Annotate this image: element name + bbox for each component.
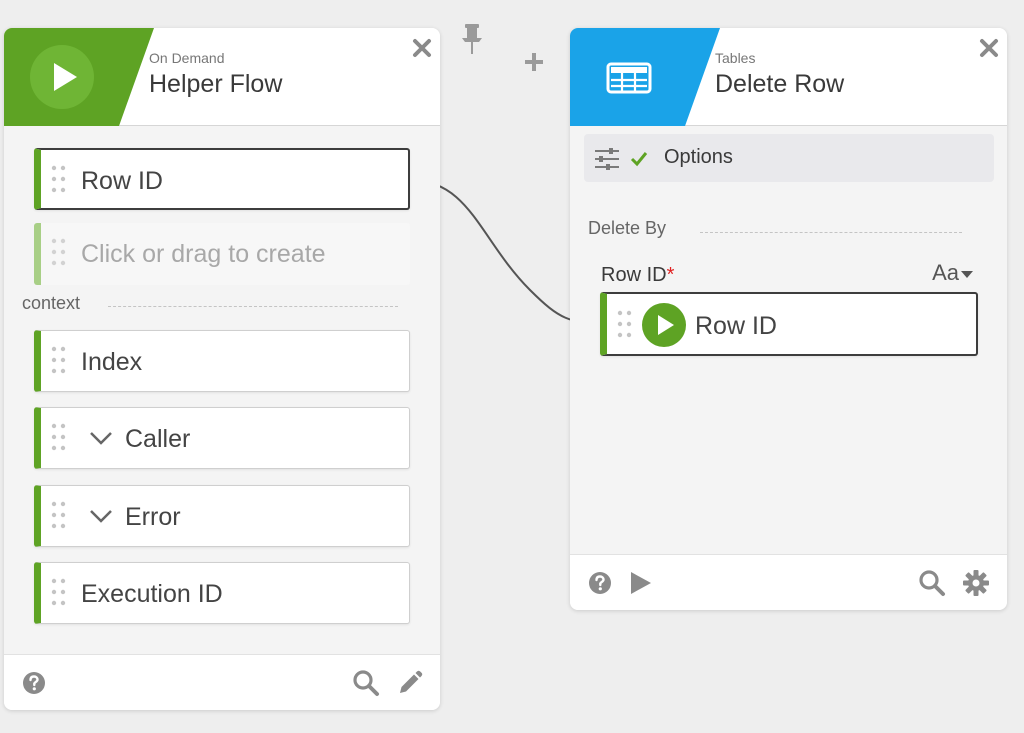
drag-handle-icon[interactable] [50, 500, 68, 532]
gear-icon[interactable] [962, 569, 990, 597]
required-marker: * [666, 264, 675, 286]
sliders-icon [595, 148, 619, 170]
card-footer [570, 554, 1007, 610]
helper-flow-card: On Demand Helper Flow Row ID Click or dr… [4, 28, 440, 710]
card-footer [4, 654, 440, 710]
type-selector-label: Aa [932, 260, 959, 285]
caret-down-icon [961, 271, 973, 279]
field-index[interactable]: Index [34, 330, 410, 392]
drag-handle-icon[interactable] [50, 422, 68, 454]
create-field-placeholder[interactable]: Click or drag to create [34, 223, 410, 285]
card-header: Tables Delete Row [570, 28, 1007, 126]
type-selector[interactable]: Aa [932, 260, 973, 286]
drag-handle-icon[interactable] [50, 345, 68, 377]
drag-handle-icon [51, 238, 66, 266]
close-icon[interactable] [410, 36, 434, 60]
close-icon[interactable] [977, 36, 1001, 60]
search-icon[interactable] [918, 569, 946, 597]
chevron-down-icon[interactable] [87, 506, 115, 526]
delete-by-section-label: Delete By [588, 218, 667, 238]
help-icon[interactable] [22, 671, 46, 695]
token-label: Row ID [695, 312, 777, 340]
chevron-down-icon[interactable] [87, 428, 115, 448]
add-step-icon[interactable] [522, 50, 546, 74]
context-section-label: context [22, 293, 81, 313]
drag-handle-icon[interactable] [50, 577, 68, 609]
options-label: Options [664, 146, 733, 168]
card-title: Helper Flow [149, 70, 283, 98]
field-label: Index [81, 348, 143, 376]
search-icon[interactable] [352, 669, 380, 697]
field-error[interactable]: Error [34, 485, 410, 547]
section-divider [108, 306, 398, 307]
card-title: Delete Row [715, 70, 845, 98]
field-execution-id[interactable]: Execution ID [34, 562, 410, 624]
action-category: Tables [715, 50, 756, 66]
trigger-band [4, 28, 154, 126]
card-header: On Demand Helper Flow [4, 28, 440, 126]
drag-handle-icon[interactable] [616, 309, 634, 341]
help-icon[interactable] [588, 571, 612, 595]
field-label: Row ID [81, 167, 163, 195]
field-label: Execution ID [81, 580, 223, 608]
field-row-id[interactable]: Row ID [34, 148, 410, 210]
options-toggle[interactable]: Options [584, 134, 994, 182]
field-label: Error [125, 503, 181, 531]
run-test-icon[interactable] [628, 570, 654, 596]
section-divider [700, 232, 962, 233]
mapped-row-id-token[interactable]: Row ID [600, 292, 978, 356]
field-label: Click or drag to create [81, 240, 326, 268]
check-icon [630, 152, 648, 167]
action-band [570, 28, 720, 126]
input-label-text: Row ID [601, 264, 667, 286]
field-caller[interactable]: Caller [34, 407, 410, 469]
drag-handle-icon[interactable] [50, 164, 68, 196]
play-icon [642, 303, 686, 347]
row-id-input-label: Row ID* [601, 264, 674, 287]
pencil-icon[interactable] [396, 669, 424, 697]
delete-row-card: Tables Delete Row Options Delete By Row … [570, 28, 1007, 610]
field-label: Caller [125, 425, 191, 453]
trigger-type: On Demand [149, 50, 225, 66]
pin-icon[interactable] [458, 22, 486, 56]
